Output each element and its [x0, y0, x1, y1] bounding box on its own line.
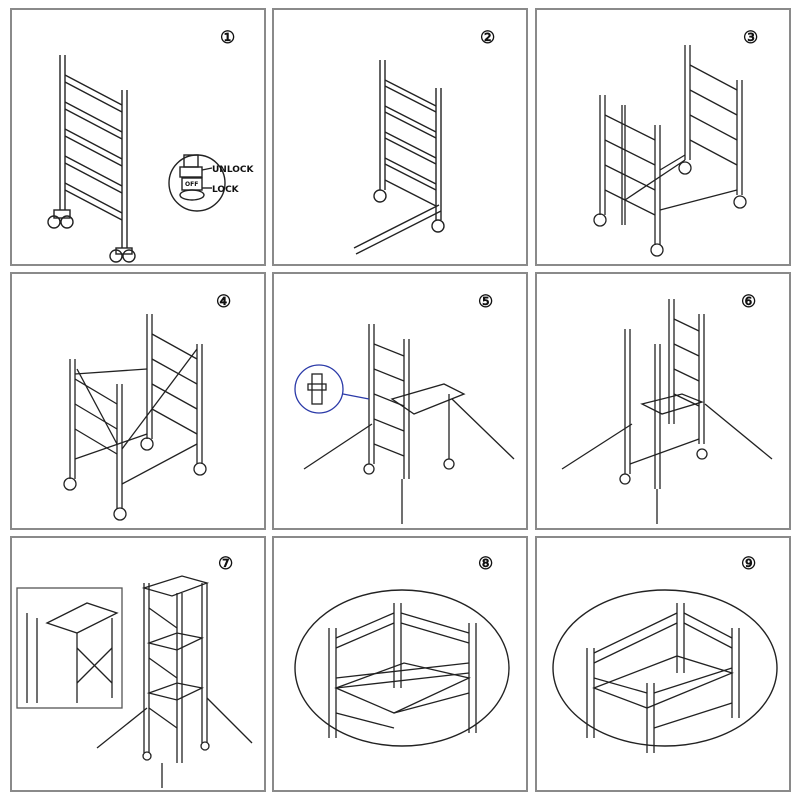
- step-1-illustration: UNLOCK LOCK OFF: [47, 55, 255, 263]
- step-7-illustration: [16, 575, 253, 788]
- step-4-illustration: [63, 314, 207, 521]
- step-8-panel: ⑧: [272, 536, 528, 792]
- lock-label: LOCK: [212, 185, 240, 195]
- step-5-number: ⑤: [478, 292, 494, 312]
- step-1-panel: UNLOCK LOCK OFF ①: [10, 8, 266, 266]
- step-7-panel: ⑦: [10, 536, 266, 792]
- caster-tag: OFF: [185, 181, 198, 188]
- step-5-panel: ⑤: [272, 272, 528, 530]
- step-6-panel: ⑥: [535, 272, 791, 530]
- step-3-panel: ③: [535, 8, 791, 266]
- step-9-panel: ⑨: [535, 536, 791, 792]
- step-1-number: ①: [220, 28, 236, 48]
- step-3-illustration: [593, 45, 747, 257]
- step-8-illustration: [294, 589, 510, 747]
- step-9-number: ⑨: [741, 554, 757, 574]
- step-7-number: ⑦: [218, 554, 234, 574]
- step-2-illustration: [353, 60, 445, 255]
- step-6-illustration: [561, 299, 773, 524]
- step-2-panel: ②: [272, 8, 528, 266]
- step-4-number: ④: [216, 292, 232, 312]
- step-2-number: ②: [480, 28, 496, 48]
- unlock-label: UNLOCK: [212, 165, 255, 175]
- step-3-number: ③: [743, 28, 759, 48]
- step-9-illustration: [552, 589, 778, 753]
- step-8-number: ⑧: [478, 554, 494, 574]
- step-5-illustration: [294, 324, 515, 524]
- step-4-panel: ④: [10, 272, 266, 530]
- step-6-number: ⑥: [741, 292, 757, 312]
